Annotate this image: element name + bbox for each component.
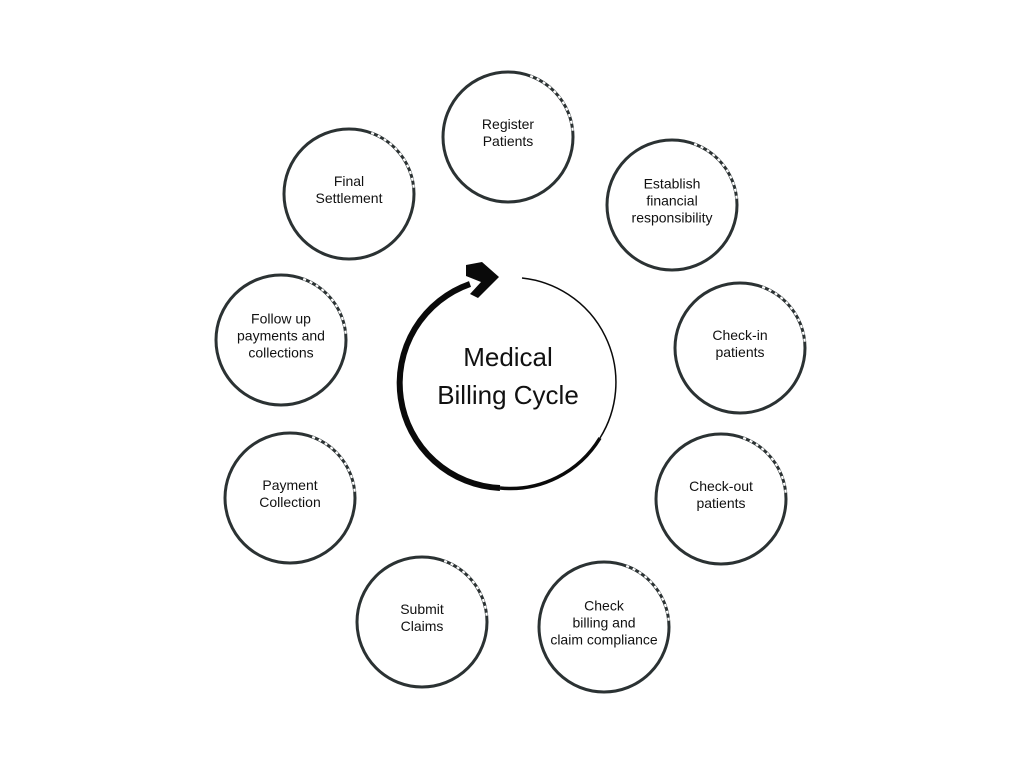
step-node bbox=[355, 555, 489, 689]
step-node bbox=[441, 70, 575, 204]
step-circle bbox=[355, 555, 489, 689]
step-circle bbox=[441, 70, 575, 204]
step-node bbox=[223, 431, 357, 565]
step-label: Establish financial responsibility bbox=[631, 175, 713, 226]
step-label: Check-in patients bbox=[712, 327, 768, 360]
step-node bbox=[673, 281, 807, 415]
cycle-arc-medium bbox=[499, 437, 602, 491]
step-label: Payment Collection bbox=[259, 477, 321, 510]
brush-texture bbox=[302, 277, 347, 335]
brush-texture bbox=[625, 564, 670, 622]
step-circle bbox=[537, 560, 671, 694]
center-cycle bbox=[396, 262, 617, 491]
cycle-arc-thin bbox=[521, 277, 617, 439]
step-label: Check billing and claim compliance bbox=[550, 597, 658, 648]
step-circle bbox=[282, 127, 416, 261]
brush-texture bbox=[529, 74, 574, 132]
step-label: Register Patients bbox=[481, 116, 535, 149]
step-node bbox=[537, 560, 671, 694]
step-circle bbox=[223, 431, 357, 565]
brush-texture bbox=[311, 435, 356, 493]
title-line-2: Billing Cycle bbox=[437, 380, 579, 410]
step-node bbox=[605, 138, 739, 272]
step-node bbox=[654, 432, 788, 566]
brush-texture bbox=[761, 285, 806, 343]
brush-texture bbox=[693, 142, 738, 200]
step-node bbox=[282, 127, 416, 261]
brush-texture bbox=[370, 131, 415, 189]
cycle-arc-thick bbox=[396, 281, 501, 491]
step-label: Final Settlement bbox=[315, 173, 383, 206]
circular-arrow-icon bbox=[466, 262, 499, 298]
step-circle bbox=[673, 281, 807, 415]
step-node bbox=[214, 273, 348, 407]
diagram-title: Medical Billing Cycle bbox=[398, 338, 618, 414]
step-label: Check-out patients bbox=[689, 478, 753, 511]
step-label: Submit Claims bbox=[400, 601, 444, 634]
step-label: Follow up payments and collections bbox=[237, 310, 325, 361]
brush-texture bbox=[742, 436, 787, 494]
step-circle bbox=[654, 432, 788, 566]
title-line-1: Medical bbox=[463, 342, 553, 372]
step-circle bbox=[214, 273, 348, 407]
step-circle bbox=[605, 138, 739, 272]
brush-texture bbox=[443, 559, 488, 617]
